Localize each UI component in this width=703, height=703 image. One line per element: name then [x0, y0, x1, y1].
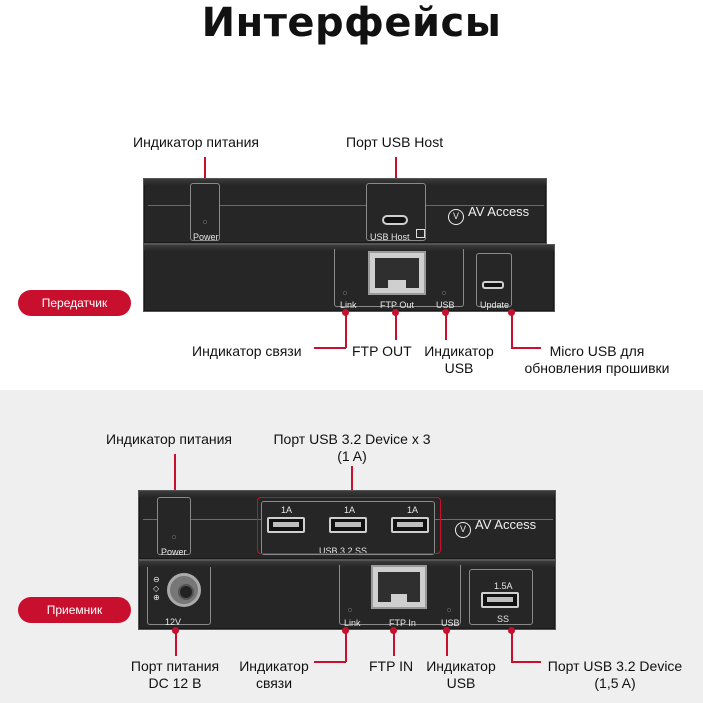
- port-rating-3: 1A: [407, 505, 419, 515]
- callout-power-indicator-rx: Индикатор питания: [106, 431, 232, 447]
- callout-usb-host-port: Порт USB Host: [346, 134, 444, 150]
- usb-group-label: USB 3.2 SS: [319, 546, 368, 556]
- callout-usb-device-port: Порт USB 3.2 Device(1,5 A): [547, 658, 683, 691]
- usb-device-port-big[interactable]: [481, 592, 519, 608]
- link-label: Link: [340, 300, 357, 310]
- usb-host-label: USB Host: [370, 232, 410, 242]
- av-access-logo-icon: V: [455, 522, 471, 538]
- monitor-icon: [416, 229, 425, 238]
- link-led-rx: [348, 608, 352, 612]
- receiver-badge: Приемник: [18, 597, 131, 623]
- port-rating-big: 1.5A: [494, 581, 513, 591]
- usb-led-rx: [447, 608, 451, 612]
- callout-power-indicator: Индикатор питания: [133, 134, 259, 150]
- callout-link-indicator: Индикатор связи: [192, 343, 302, 359]
- usb-led: [442, 291, 446, 295]
- usb-host-port[interactable]: [382, 215, 408, 225]
- usb-device-port-2[interactable]: [329, 517, 367, 533]
- power-label: Power: [193, 232, 219, 242]
- micro-usb-port[interactable]: [482, 281, 504, 289]
- av-access-logo-icon: V: [448, 209, 464, 225]
- ftp-in-label: FTP In: [389, 618, 416, 628]
- port-rating-1: 1A: [281, 505, 293, 515]
- power-led-rx: [172, 535, 176, 539]
- callout-ftp-in: FTP IN: [369, 658, 414, 674]
- usb-label: USB: [436, 300, 455, 310]
- usb-device-port-3[interactable]: [391, 517, 429, 533]
- power-label-rx: Power: [161, 547, 187, 557]
- link-led: [343, 291, 347, 295]
- transmitter-rear-panel: Link FTP Out USB Update: [143, 244, 555, 312]
- update-label: Update: [480, 300, 510, 310]
- ftp-out-label: FTP Out: [380, 300, 414, 310]
- power-led: [203, 220, 207, 224]
- usb-ports-highlight: [257, 497, 441, 554]
- usb-label-rx: USB: [441, 618, 460, 628]
- ftp-in-port[interactable]: [371, 565, 427, 609]
- receiver-rear-panel: ⊖◇⊕ 12V Link FTP In USB 1.5A SS: [138, 560, 556, 630]
- dc-power-jack[interactable]: [167, 573, 201, 607]
- dc-label: 12V: [165, 617, 182, 627]
- page-title: Интерфейсы: [201, 0, 502, 46]
- polarity-icon: ⊖◇⊕: [153, 575, 160, 602]
- callout-ftp-out: FTP OUT: [352, 343, 412, 359]
- ss-label: SS: [497, 614, 510, 624]
- usb-device-port-1[interactable]: [267, 517, 305, 533]
- transmitter-badge: Передатчик: [18, 290, 131, 316]
- ftp-out-port[interactable]: [368, 251, 426, 295]
- callout-usb-device-ports: Порт USB 3.2 Device x 3(1 A): [273, 431, 431, 464]
- link-label-rx: Link: [344, 618, 361, 628]
- port-rating-2: 1A: [344, 505, 356, 515]
